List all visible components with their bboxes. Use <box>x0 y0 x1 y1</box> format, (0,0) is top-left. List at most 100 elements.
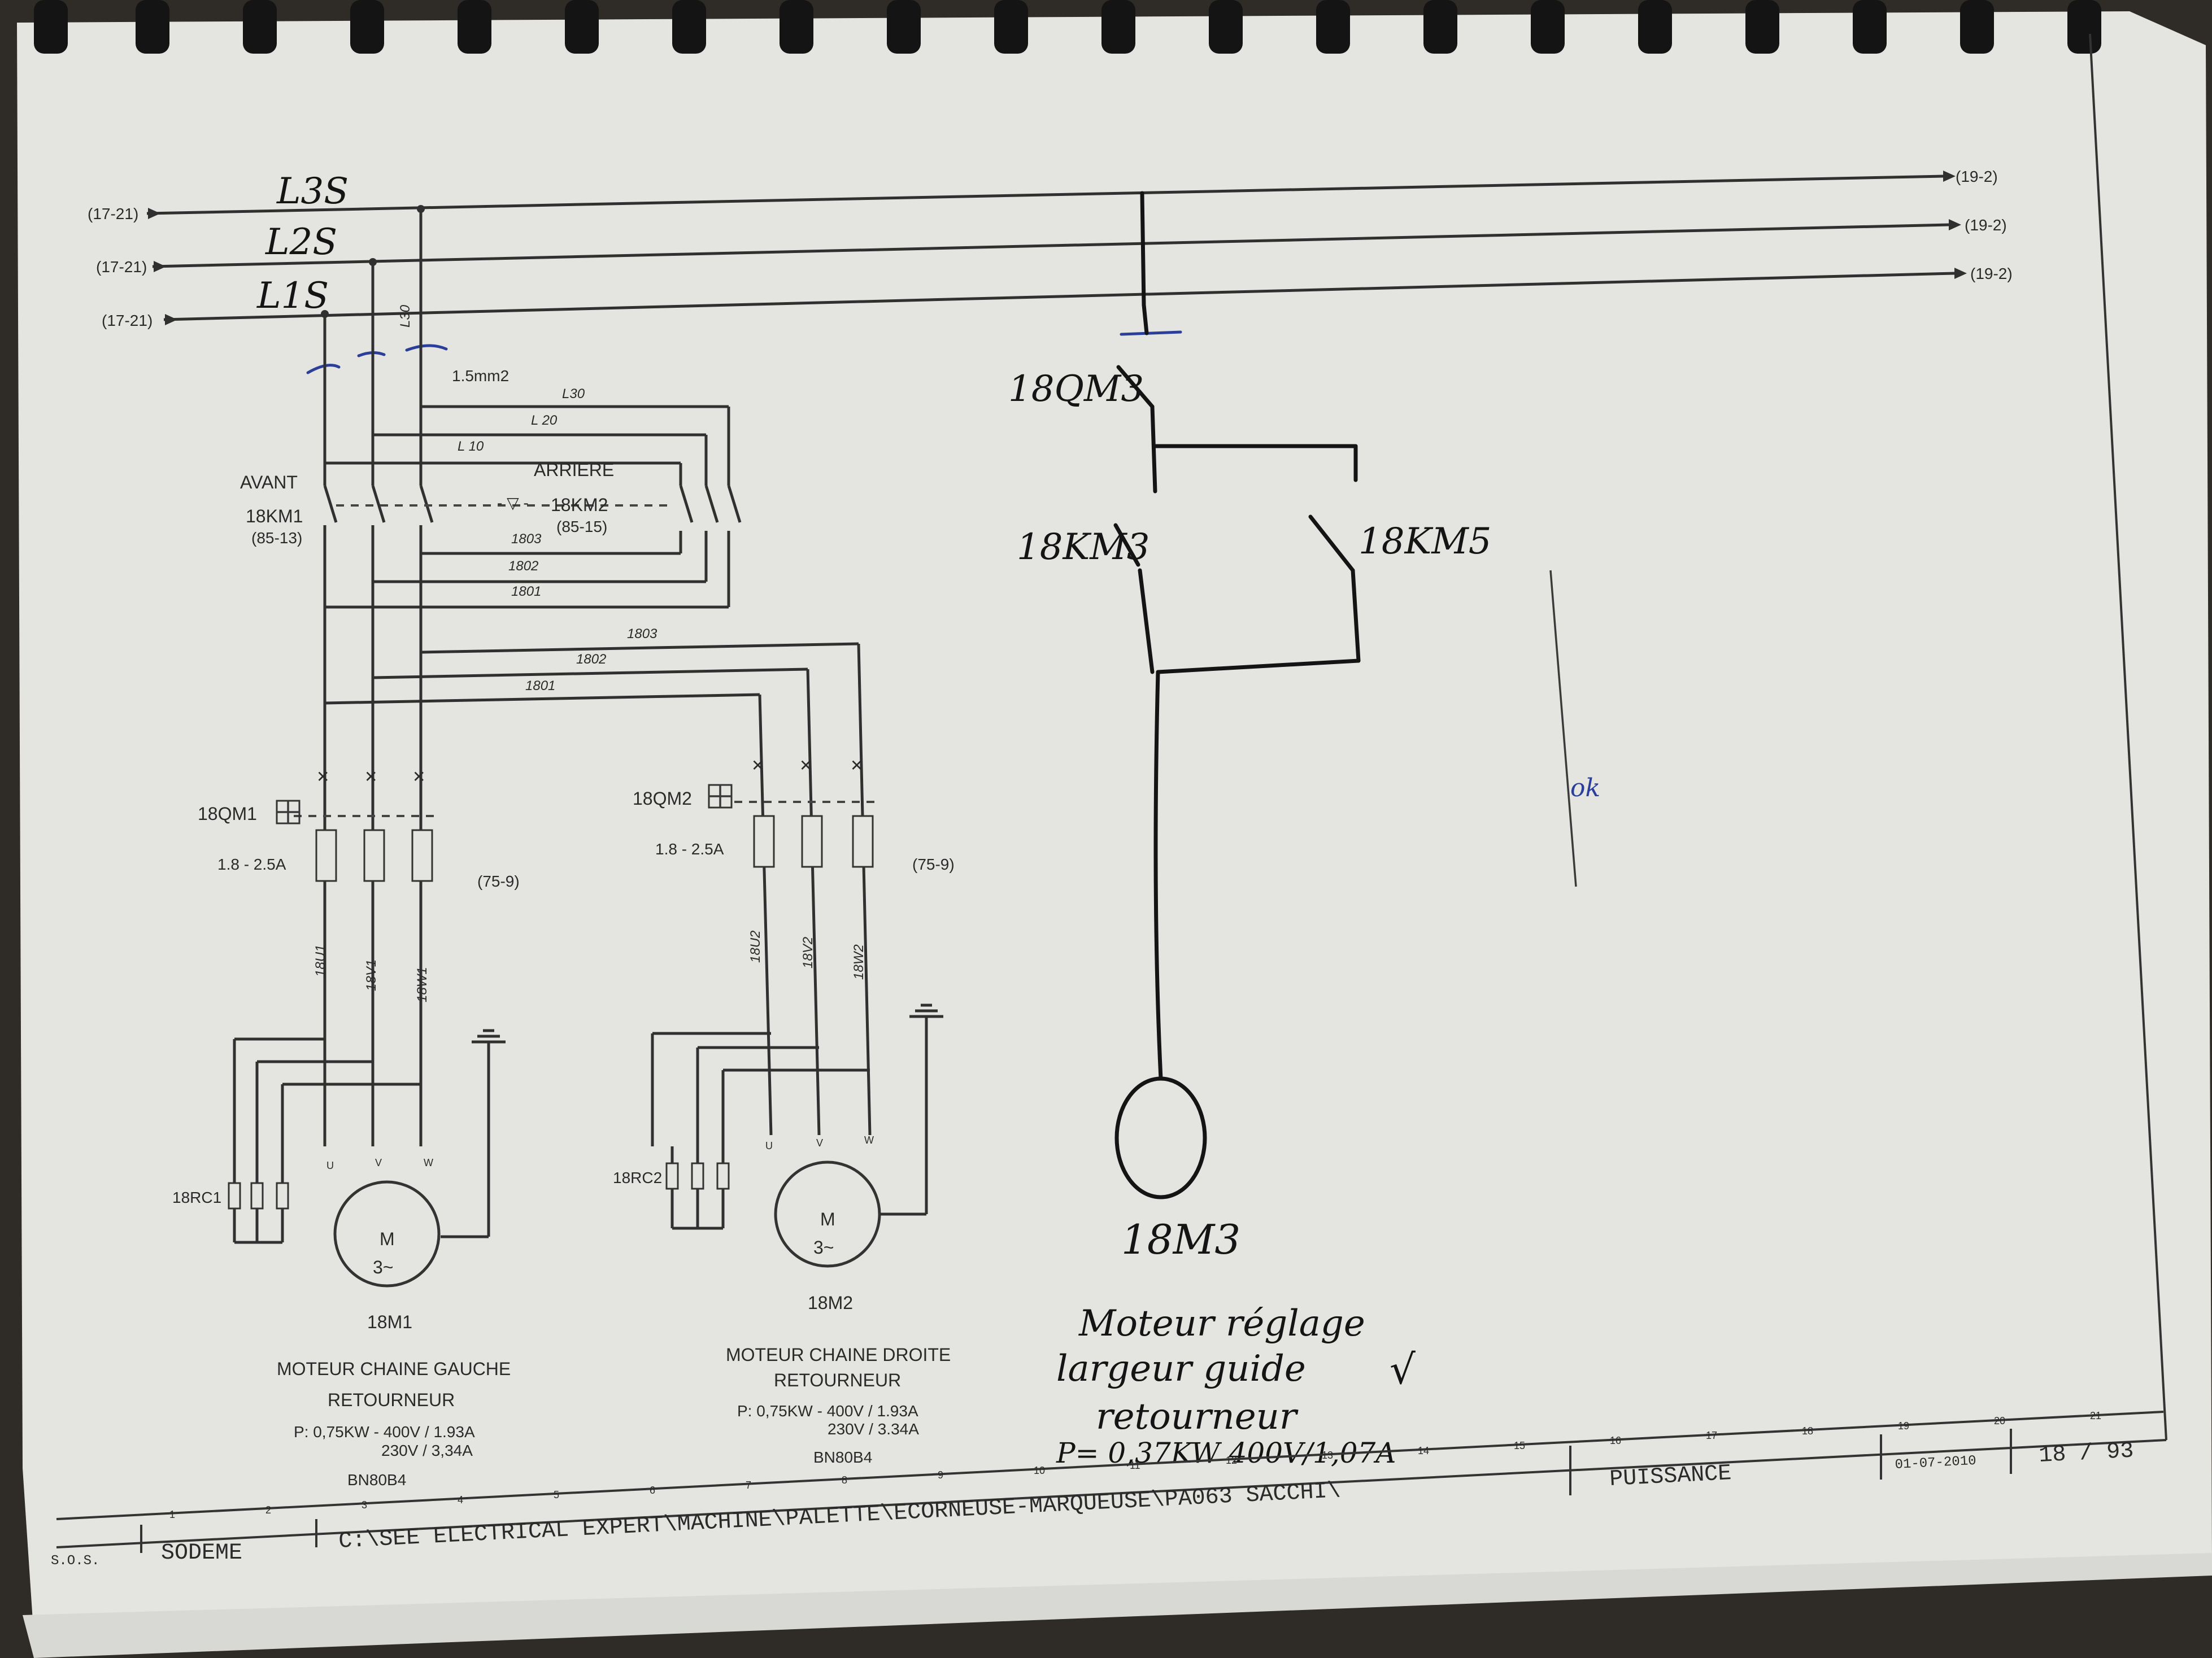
km2-tag: 18KM2 <box>551 495 608 515</box>
svg-text:✕: ✕ <box>412 768 425 786</box>
qm1-ref: (75-9) <box>477 872 520 890</box>
margin-mark-line <box>1549 570 1577 887</box>
col-12: 12 <box>1226 1455 1237 1466</box>
wire-1803-b: 1803 <box>627 626 657 642</box>
wire-l20: L 20 <box>531 413 558 428</box>
svg-text:✕: ✕ <box>751 757 764 774</box>
svg-text:✕: ✕ <box>799 757 812 774</box>
bus-l2 <box>152 223 1949 268</box>
breaker-qm1: ✕ ✕ ✕ <box>276 768 435 882</box>
power-buses <box>146 171 1967 325</box>
motor2-m: M <box>820 1209 835 1229</box>
wire-18u1: 18U1 <box>313 945 328 977</box>
hand-motor-label: 18M3 <box>1121 1216 1240 1263</box>
motor2-spec1: P: 0,75KW - 400V / 1.93A <box>737 1402 918 1420</box>
bus-l3-target-ref: (19-2) <box>1956 168 1998 185</box>
col-9: 9 <box>938 1469 943 1481</box>
col-3: 3 <box>362 1499 367 1511</box>
hand-km-right-label: 18KM5 <box>1358 521 1492 562</box>
breaker-qm2: ✕ ✕ ✕ <box>708 757 876 868</box>
qm2-ref: (75-9) <box>912 856 955 873</box>
bus-l1-target-ref: (19-2) <box>1970 265 2013 282</box>
motor1-spec1: P: 0,75KW - 400V / 1.93A <box>294 1423 475 1441</box>
bus-l1 <box>163 272 1955 321</box>
km1-avant-label: AVANT <box>240 472 298 492</box>
col-11: 11 <box>1130 1460 1140 1471</box>
wire-18v1: 18V1 <box>364 959 379 991</box>
wire-18v2: 18V2 <box>800 937 816 968</box>
hand-qm3-label: 18QM3 <box>1008 368 1144 410</box>
contactor-km1 <box>313 485 734 525</box>
motor1-v: V <box>375 1157 382 1168</box>
motor2-spec2: 230V / 3.34A <box>828 1420 919 1438</box>
wire-section-label: 1.5mm2 <box>452 367 509 385</box>
col-15: 15 <box>1514 1440 1525 1451</box>
bus-l2-source-ref: (17-21) <box>96 258 147 276</box>
svg-text:✕: ✕ <box>850 757 863 774</box>
motor1-symbol <box>333 1180 441 1288</box>
col-14: 14 <box>1418 1445 1429 1456</box>
motor1-spec2: 230V / 3,34A <box>381 1442 473 1459</box>
wire-1802-a: 1802 <box>508 559 538 574</box>
motor2-symbol <box>774 1160 881 1268</box>
wire-l10: L 10 <box>458 439 484 454</box>
wire-18u2: 18U2 <box>748 931 763 963</box>
col-16: 16 <box>1610 1435 1621 1446</box>
motor2-v: V <box>816 1137 823 1149</box>
qm2-tag: 18QM2 <box>633 788 692 809</box>
motor1-tag: 18M1 <box>367 1312 412 1332</box>
col-18: 18 <box>1802 1425 1813 1437</box>
motor1-power-wiring <box>321 205 859 1146</box>
hand-check-mark: √ <box>1390 1346 1416 1393</box>
interlock-symbol: - ▽ - <box>497 494 529 512</box>
qm2-range: 1.8 - 2.5A <box>655 840 724 858</box>
motor1-w: W <box>424 1157 433 1168</box>
motor1-u: U <box>326 1160 334 1171</box>
col-21: 21 <box>2090 1410 2101 1421</box>
motor1-ground <box>441 1029 506 1238</box>
km2-arriere-label: ARRIERE <box>534 460 614 480</box>
bus-l1-source-ref: (17-21) <box>102 312 153 329</box>
motor2-power-wiring <box>758 643 872 1136</box>
bus-l2-target-ref: (19-2) <box>1965 216 2007 234</box>
bus-label-l1: L1S <box>256 275 329 317</box>
wire-1803-a: 1803 <box>511 531 542 547</box>
l30-vertical-label: L30 <box>398 304 413 328</box>
col-20: 20 <box>1994 1415 2005 1426</box>
hand-note-line1: Moteur réglage <box>1078 1303 1365 1345</box>
km2-ref: (85-15) <box>556 518 607 535</box>
wire-1801-a: 1801 <box>511 584 541 599</box>
column-numbers: 1 2 3 4 5 6 7 8 9 10 11 12 13 14 15 16 1… <box>169 1410 2101 1520</box>
wire-1802-b: 1802 <box>576 652 606 667</box>
title-section: PUISSANCE <box>1609 1461 1732 1493</box>
blue-tick-3 <box>405 344 448 352</box>
motor2-phase: 3~ <box>813 1237 834 1258</box>
svg-text:✕: ✕ <box>364 768 377 786</box>
paper-stack-edge <box>23 1553 2212 1658</box>
bus-label-l3: L3S <box>276 171 349 212</box>
rc1-tag: 18RC1 <box>172 1189 221 1206</box>
col-17: 17 <box>1706 1430 1717 1441</box>
motor1-phase: 3~ <box>373 1257 393 1277</box>
col-19: 19 <box>1898 1420 1909 1432</box>
col-7: 7 <box>746 1480 751 1491</box>
col-1: 1 <box>169 1509 175 1520</box>
hand-note-line2: largeur guide <box>1056 1348 1306 1390</box>
motor2-w: W <box>864 1135 874 1146</box>
bus-l3-source-ref: (17-21) <box>88 205 138 222</box>
motor1-rc-network <box>228 1037 421 1244</box>
motor1-desc2: RETOURNEUR <box>328 1390 455 1410</box>
blue-ok-note: ok <box>1570 774 1600 802</box>
motor2-ground <box>876 1003 943 1216</box>
qm1-range: 1.8 - 2.5A <box>217 856 286 873</box>
col-4: 4 <box>458 1494 463 1506</box>
motor1-desc1: MOTEUR CHAINE GAUCHE <box>277 1359 511 1379</box>
wire-18w2: 18W2 <box>851 944 866 980</box>
qm1-tag: 18QM1 <box>198 804 257 824</box>
motor1-model: BN80B4 <box>347 1471 406 1489</box>
col-8: 8 <box>842 1474 847 1486</box>
km1-ref: (85-13) <box>251 529 302 547</box>
motor2-u: U <box>765 1140 773 1151</box>
drawing-frame <box>56 33 2167 1553</box>
